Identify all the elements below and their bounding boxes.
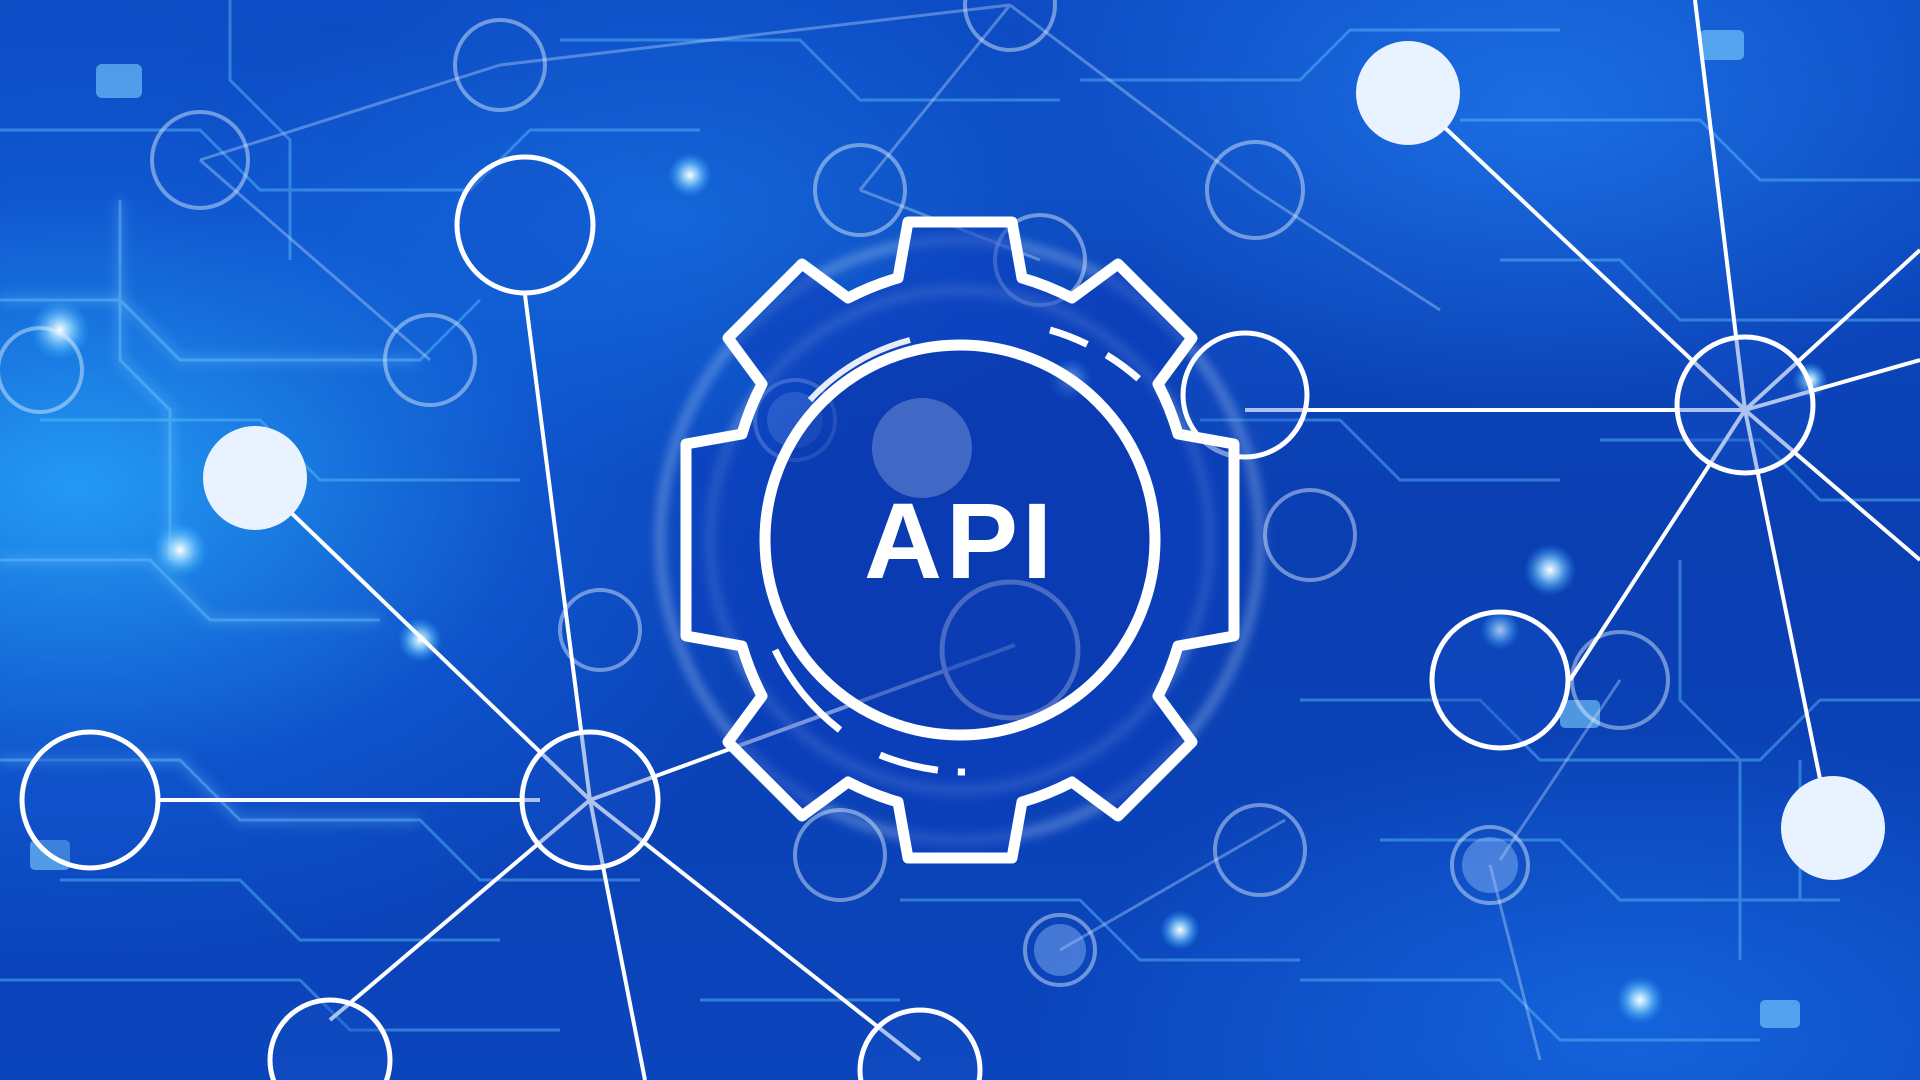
node-filled-right [1781,776,1885,880]
network-links [160,0,1920,1080]
node-right-mid [1429,609,1571,751]
circuit-traces-bright [0,200,420,822]
node-filled-left [203,426,307,530]
node-upper-left [454,154,596,296]
node-bottom-left [267,997,393,1080]
node-filled-top-right [1356,41,1460,145]
node-hub-right [1674,334,1816,476]
node-left-outer [19,729,161,871]
network-nodes-outline [19,154,1816,1080]
node-bottom-center [857,1007,983,1080]
api-label: API [864,480,1056,601]
circuit-pads [30,30,1800,1028]
gear-icon [680,216,1240,864]
node-hub-left [519,729,661,871]
